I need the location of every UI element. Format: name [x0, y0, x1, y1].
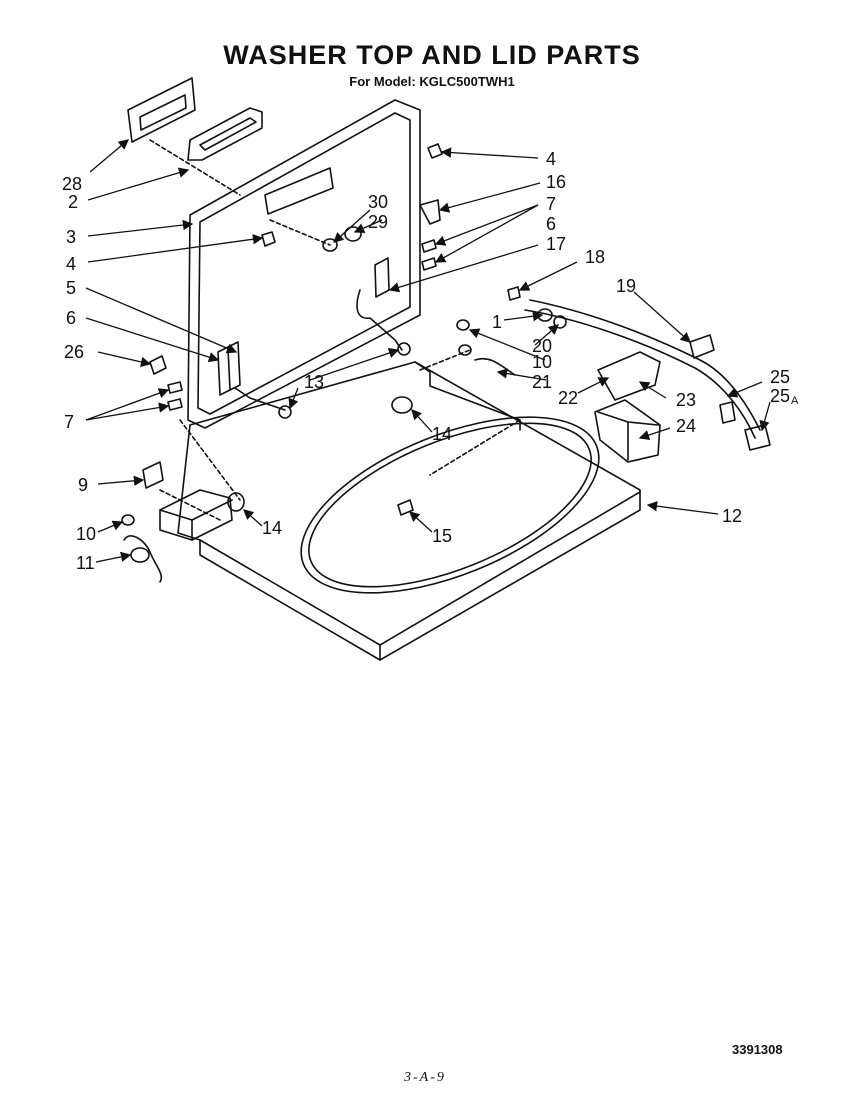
callout-25a: 25	[770, 386, 790, 406]
callout-25a-suffix: A	[791, 395, 799, 407]
callout-22: 22	[558, 388, 578, 408]
diagram-title: WASHER TOP AND LID PARTS	[223, 40, 641, 70]
leader-lines	[85, 139, 771, 563]
callout-4-left: 4	[66, 254, 76, 274]
callout-19: 19	[616, 276, 636, 296]
callout-15: 15	[432, 526, 452, 546]
callout-10-left: 10	[76, 524, 96, 544]
callout-26: 26	[64, 342, 84, 362]
callout-18: 18	[585, 247, 605, 267]
callout-5: 5	[66, 278, 76, 298]
callout-20: 20	[532, 336, 552, 356]
callout-30: 30	[368, 192, 388, 212]
washer-top-panel	[177, 361, 641, 661]
callout-9: 9	[78, 475, 88, 495]
callout-7-left: 7	[64, 412, 74, 432]
hinge-block	[159, 489, 233, 541]
callout-14-upper: 14	[432, 424, 452, 444]
callout-25: 25	[770, 367, 790, 387]
callout-23: 23	[676, 390, 696, 410]
callout-28: 28	[62, 174, 82, 194]
lid-badge-plates	[127, 77, 263, 161]
callout-7-right: 7	[546, 194, 556, 214]
callout-21: 21	[532, 372, 552, 392]
callout-4-right: 4	[546, 149, 556, 169]
callout-3: 3	[66, 227, 76, 247]
part-number: 3391308	[732, 1042, 783, 1057]
callout-14-lower: 14	[262, 518, 282, 538]
lid-rod	[356, 289, 403, 351]
washer-lid	[187, 99, 421, 429]
callout-2: 2	[68, 192, 78, 212]
callout-24: 24	[676, 416, 696, 436]
callout-6-right: 6	[546, 214, 556, 234]
callout-labels: 28 2 3 4 5 6 26 7 9 10 11 4 16 7 6 17 30…	[62, 149, 799, 573]
tub-opening	[300, 416, 600, 594]
callout-16: 16	[546, 172, 566, 192]
callout-29: 29	[368, 212, 388, 232]
callout-12: 12	[722, 506, 742, 526]
callout-6-left: 6	[66, 308, 76, 328]
page-reference: 3-A-9	[404, 1070, 446, 1085]
callout-1: 1	[492, 312, 502, 332]
callout-10-right: 10	[532, 352, 552, 372]
callout-11: 11	[76, 553, 95, 573]
model-subtitle: For Model: KGLC500TWH1	[349, 74, 515, 89]
callout-13: 13	[304, 372, 324, 392]
callout-17: 17	[546, 234, 566, 254]
